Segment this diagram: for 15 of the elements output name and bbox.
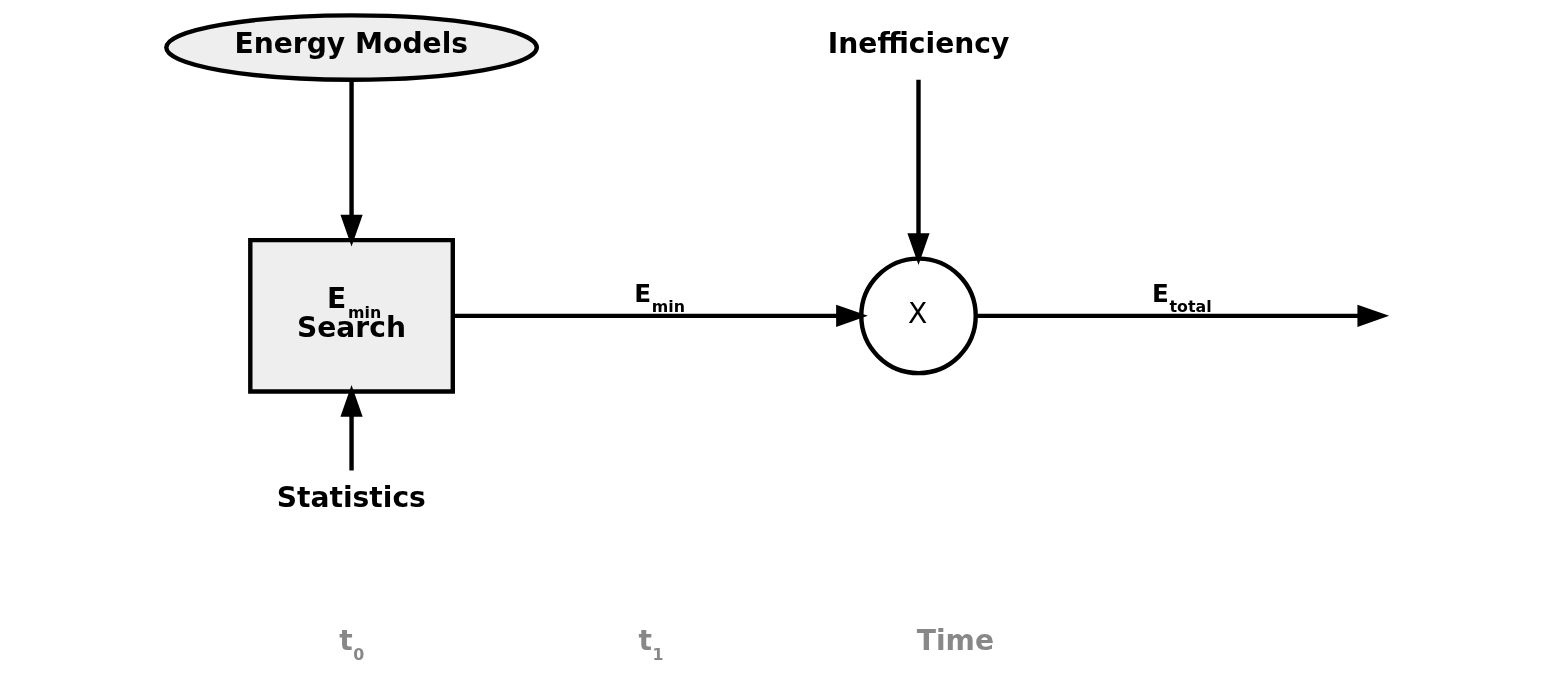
node-box: E$_{min}$ Search	[248, 237, 455, 394]
node-text: Inefficiency	[827, 26, 1010, 60]
node-text: Statistics	[276, 481, 426, 515]
label: t$_{1}$	[638, 624, 664, 664]
arrow	[907, 79, 930, 265]
label: t$_{0}$	[339, 624, 365, 664]
edge-label: E$_{total}$	[1151, 279, 1212, 316]
edge-label: E$_{min}$	[634, 279, 685, 316]
arrow	[340, 80, 363, 247]
arrow	[340, 384, 363, 471]
arrow	[452, 304, 868, 327]
label: Time	[916, 624, 995, 658]
arrow	[975, 304, 1390, 327]
node-ellipse: Energy Models	[164, 13, 539, 82]
node-circle: X	[859, 256, 978, 376]
